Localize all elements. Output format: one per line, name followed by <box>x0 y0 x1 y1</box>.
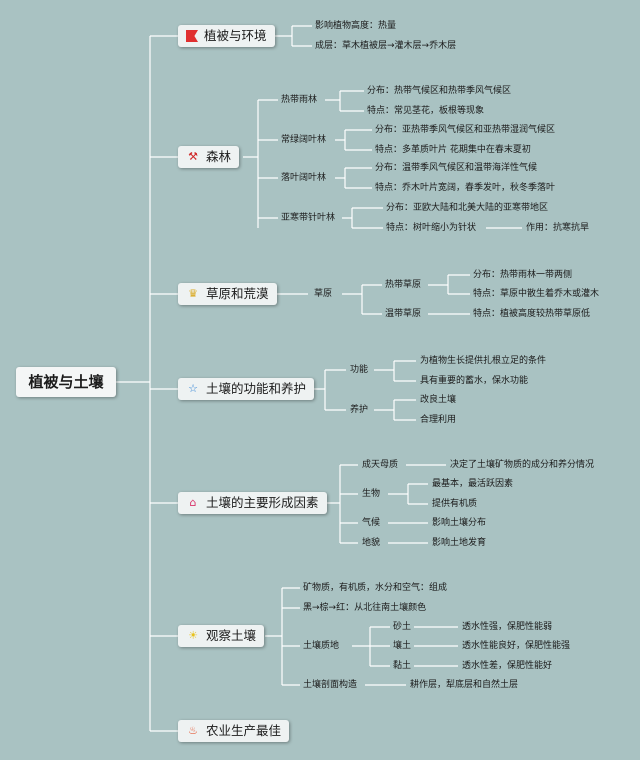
leaf-rainforest-distribution: 分布：热带气候区和热带季风气候区 <box>367 86 512 96</box>
branch-function: 功能 <box>350 365 369 375</box>
leaf-deciduous-distribution: 分布：温带季风气候区和温带海洋性气候 <box>375 163 538 173</box>
leaf-function-1: 为植物生长提供扎根立足的条件 <box>420 356 547 366</box>
branch-terrain: 地貌 <box>362 538 381 548</box>
leaf-taiga-use: 作用：抗寒抗旱 <box>526 223 590 233</box>
leaf-care-2: 合理利用 <box>420 415 457 425</box>
branch-parent-material: 成天母质 <box>362 460 399 470</box>
branch-climate: 气候 <box>362 518 381 528</box>
branch-profile: 土壤剖面构造 <box>303 680 358 690</box>
leaf-temperate-grassland-feature: 特点：植被高度较热带草原低 <box>473 309 591 319</box>
topic-forest[interactable]: ⚒ 森林 <box>178 146 240 168</box>
leaf-biology-1: 最基本，最活跃因素 <box>432 479 514 489</box>
leaf-climate: 影响土壤分布 <box>432 518 487 528</box>
tools-icon: ⚒ <box>188 150 198 163</box>
leaf-parent-material: 决定了土壤矿物质的成分和养分情况 <box>450 460 595 470</box>
leaf-sand: 透水性强，保肥性能弱 <box>462 622 553 632</box>
fire-icon: ♨ <box>188 724 198 737</box>
branch-care: 养护 <box>350 405 369 415</box>
home-icon: ⌂ <box>189 496 197 509</box>
leaf-tropical-grassland-feature: 特点：草原中散生着乔木或灌木 <box>473 289 600 299</box>
topic-agriculture[interactable]: ♨ 农业生产最佳 <box>178 720 290 742</box>
leaf-rainforest-feature: 特点：常见茎花，板根等现象 <box>367 106 485 116</box>
topic-label: 农业生产最佳 <box>206 723 282 738</box>
leaf-biology-2: 提供有机质 <box>432 499 478 509</box>
leaf-terrain: 影响土地发育 <box>432 538 487 548</box>
topic-soil-factors[interactable]: ⌂ 土壤的主要形成因素 <box>178 492 327 514</box>
topic-label: 观察土壤 <box>206 628 257 643</box>
leaf-evergreen-feature: 特点：多革质叶片 花期集中在春末夏初 <box>375 145 531 155</box>
branch-grassland: 草原 <box>314 289 333 299</box>
topic-label: 植被与环境 <box>204 28 267 43</box>
leaf-clay: 透水性差，保肥性能好 <box>462 661 553 671</box>
leaf-tropical-grassland-distribution: 分布：热带雨林一带两侧 <box>473 270 573 280</box>
branch-taiga: 亚寒带针叶林 <box>281 213 336 223</box>
branch-loam: 壤土 <box>393 641 412 651</box>
leaf-color: 黑→棕→红：从北往南土壤颜色 <box>303 603 427 613</box>
branch-sand: 砂土 <box>393 622 412 632</box>
branch-deciduous-forest: 落叶阔叶林 <box>281 173 327 183</box>
leaf-deciduous-feature: 特点：乔木叶片宽阔，春季发叶，秋冬季落叶 <box>375 183 556 193</box>
leaf-layers: 成层：草木植被层→灌木层→乔木层 <box>315 41 457 51</box>
medal-icon: ♛ <box>188 287 198 300</box>
branch-tropical-grassland: 热带草原 <box>385 280 422 290</box>
topic-label: 森林 <box>206 149 232 164</box>
leaf-plant-height: 影响植物高度：热量 <box>315 21 397 31</box>
leaf-loam: 透水性能良好，保肥性能强 <box>462 641 571 651</box>
sun-icon: ☀ <box>188 629 198 642</box>
leaf-taiga-distribution: 分布：亚欧大陆和北美大陆的亚寒带地区 <box>386 203 549 213</box>
topic-label: 土壤的功能和养护 <box>206 381 307 396</box>
branch-texture: 土壤质地 <box>303 641 340 651</box>
star-icon: ☆ <box>188 382 198 395</box>
red-flag-icon <box>186 30 198 42</box>
leaf-composition: 矿物质，有机质，水分和空气：组成 <box>303 583 448 593</box>
topic-vegetation-environment[interactable]: 植被与环境 <box>178 25 275 47</box>
branch-evergreen-forest: 常绿阔叶林 <box>281 135 327 145</box>
branch-temperate-grassland: 温带草原 <box>385 309 422 319</box>
topic-observe-soil[interactable]: ☀ 观察土壤 <box>178 625 265 647</box>
leaf-function-2: 具有重要的蓄水，保水功能 <box>420 376 529 386</box>
branch-tropical-rainforest: 热带雨林 <box>281 95 318 105</box>
topic-label: 土壤的主要形成因素 <box>206 495 319 510</box>
topic-label: 草原和荒漠 <box>206 286 269 301</box>
topic-grassland-desert[interactable]: ♛ 草原和荒漠 <box>178 283 277 305</box>
leaf-evergreen-distribution: 分布：亚热带季风气候区和亚热带湿润气候区 <box>375 125 556 135</box>
leaf-profile: 耕作层，犁底层和自然土层 <box>410 680 519 690</box>
topic-soil-function[interactable]: ☆ 土壤的功能和养护 <box>178 378 315 400</box>
branch-clay: 黏土 <box>393 661 412 671</box>
branch-biology: 生物 <box>362 489 381 499</box>
leaf-care-1: 改良土壤 <box>420 395 457 405</box>
root-node[interactable]: 植被与土壤 <box>16 367 116 397</box>
leaf-taiga-feature: 特点：树叶缩小为针状 <box>386 223 477 233</box>
